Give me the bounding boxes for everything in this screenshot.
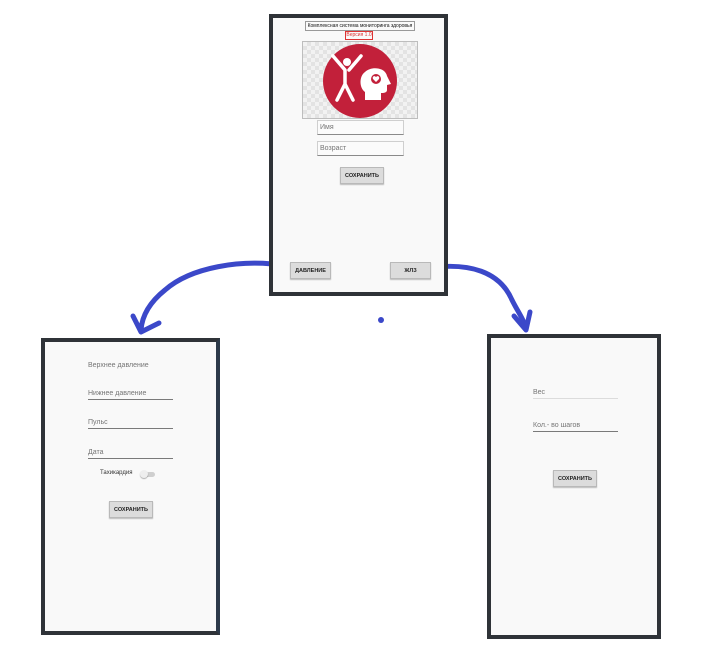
- health-logo-icon: [323, 44, 397, 118]
- save-button[interactable]: СОХРАНИТЬ: [340, 167, 384, 184]
- date-input[interactable]: [88, 447, 173, 459]
- pulse-input[interactable]: [88, 417, 173, 429]
- arrow-to-pressure-screen: [138, 260, 291, 333]
- app-title: Комплексная система мониторинга здоровья: [305, 21, 415, 31]
- arrow-head-right: [511, 309, 533, 333]
- tachycardia-label: Тахикардия: [100, 470, 133, 476]
- lower-pressure-input[interactable]: [88, 388, 173, 400]
- pressure-screen: Тахикардия СОХРАНИТЬ: [41, 338, 220, 635]
- switch-knob: [140, 470, 148, 478]
- steps-button[interactable]: ЖЛЗ: [390, 262, 431, 279]
- stray-dot: [378, 317, 384, 323]
- upper-pressure-input[interactable]: [88, 359, 173, 371]
- steps-input[interactable]: [533, 420, 618, 432]
- tachycardia-switch[interactable]: [140, 470, 155, 478]
- age-input[interactable]: [317, 141, 404, 156]
- main-screen: Комплексная система мониторинга здоровья…: [269, 14, 448, 296]
- pressure-save-button[interactable]: СОХРАНИТЬ: [109, 501, 153, 518]
- arrow-to-steps-screen: [425, 263, 529, 331]
- weight-input[interactable]: [533, 387, 618, 399]
- arrow-head-left: [130, 313, 162, 335]
- logo-frame: [302, 41, 418, 119]
- steps-screen: СОХРАНИТЬ: [487, 334, 661, 639]
- version-label: Версия 1.0: [345, 31, 373, 40]
- steps-save-button[interactable]: СОХРАНИТЬ: [553, 470, 597, 487]
- pressure-button[interactable]: ДАВЛЕНИЕ: [290, 262, 331, 279]
- name-input[interactable]: [317, 120, 404, 135]
